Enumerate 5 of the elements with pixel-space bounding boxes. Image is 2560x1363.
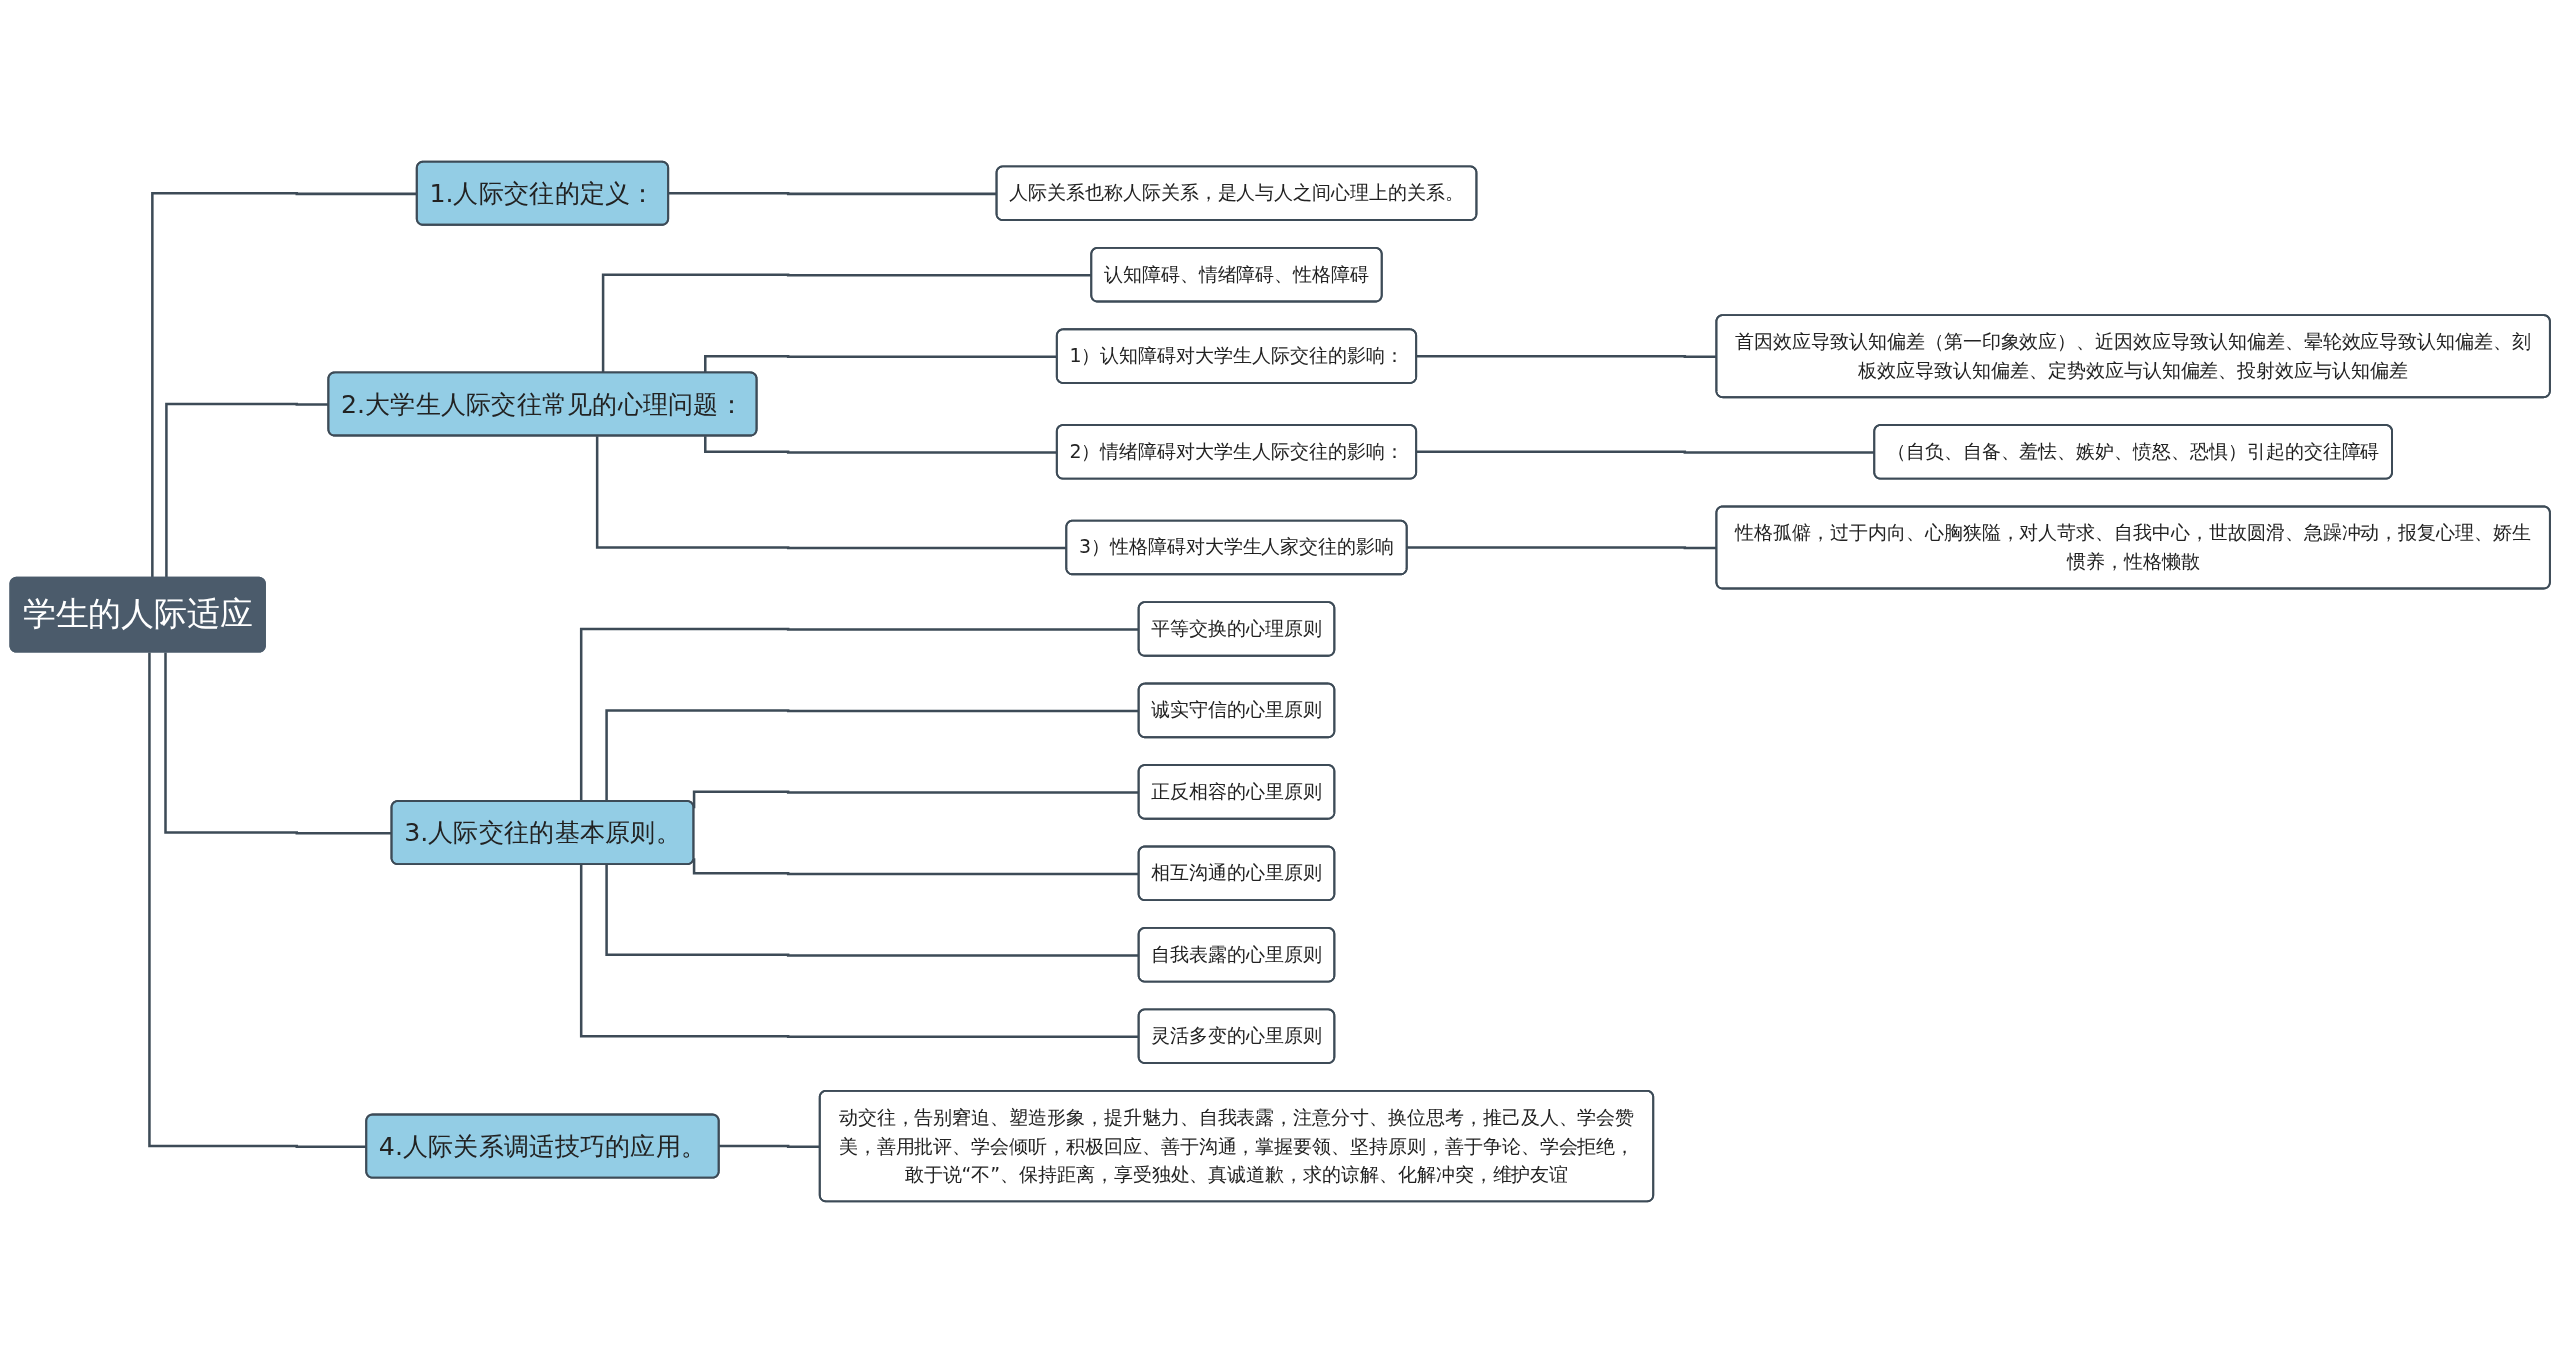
connector [165, 402, 329, 579]
connector [601, 273, 1092, 374]
connector [148, 652, 367, 1148]
connector [595, 436, 1067, 550]
connector [1406, 546, 1717, 550]
